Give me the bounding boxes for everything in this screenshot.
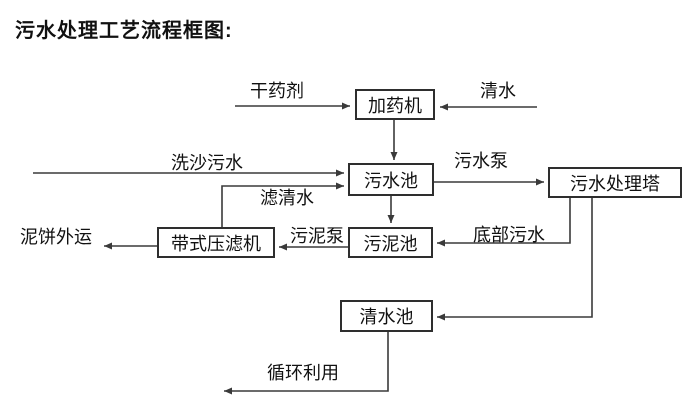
label-filtered-water: 滤清水 xyxy=(260,188,314,208)
label-mud-cake-out: 泥饼外运 xyxy=(20,227,92,247)
node-sewage-pool: 污水池 xyxy=(348,163,434,196)
label-sand-washing-sewage: 洗沙污水 xyxy=(171,153,243,173)
node-sludge-pool: 污泥池 xyxy=(348,227,433,258)
label-recycle: 循环利用 xyxy=(267,363,339,383)
node-dosing-machine: 加药机 xyxy=(355,89,435,120)
edge-clean-water-pool-to-recycle xyxy=(224,332,389,395)
label-dry-agent: 干药剂 xyxy=(250,81,304,101)
label-sludge-pump: 污泥泵 xyxy=(290,226,344,246)
edge-tower-to-clean-water-pool xyxy=(437,198,593,321)
edge-filtered-water-to-sewage-pool xyxy=(221,182,344,227)
label-sewage-pump: 污水泵 xyxy=(454,151,508,171)
node-belt-filter-press: 带式压滤机 xyxy=(157,227,275,258)
label-clean-water: 清水 xyxy=(480,81,516,101)
node-treatment-tower: 污水处理塔 xyxy=(548,167,682,198)
edge-bottom-sewage-to-sludge-pool xyxy=(437,198,571,247)
node-clean-water-pool: 清水池 xyxy=(340,300,433,332)
diagram-title: 污水处理工艺流程框图: xyxy=(15,20,233,42)
label-bottom-sewage: 底部污水 xyxy=(473,225,545,245)
